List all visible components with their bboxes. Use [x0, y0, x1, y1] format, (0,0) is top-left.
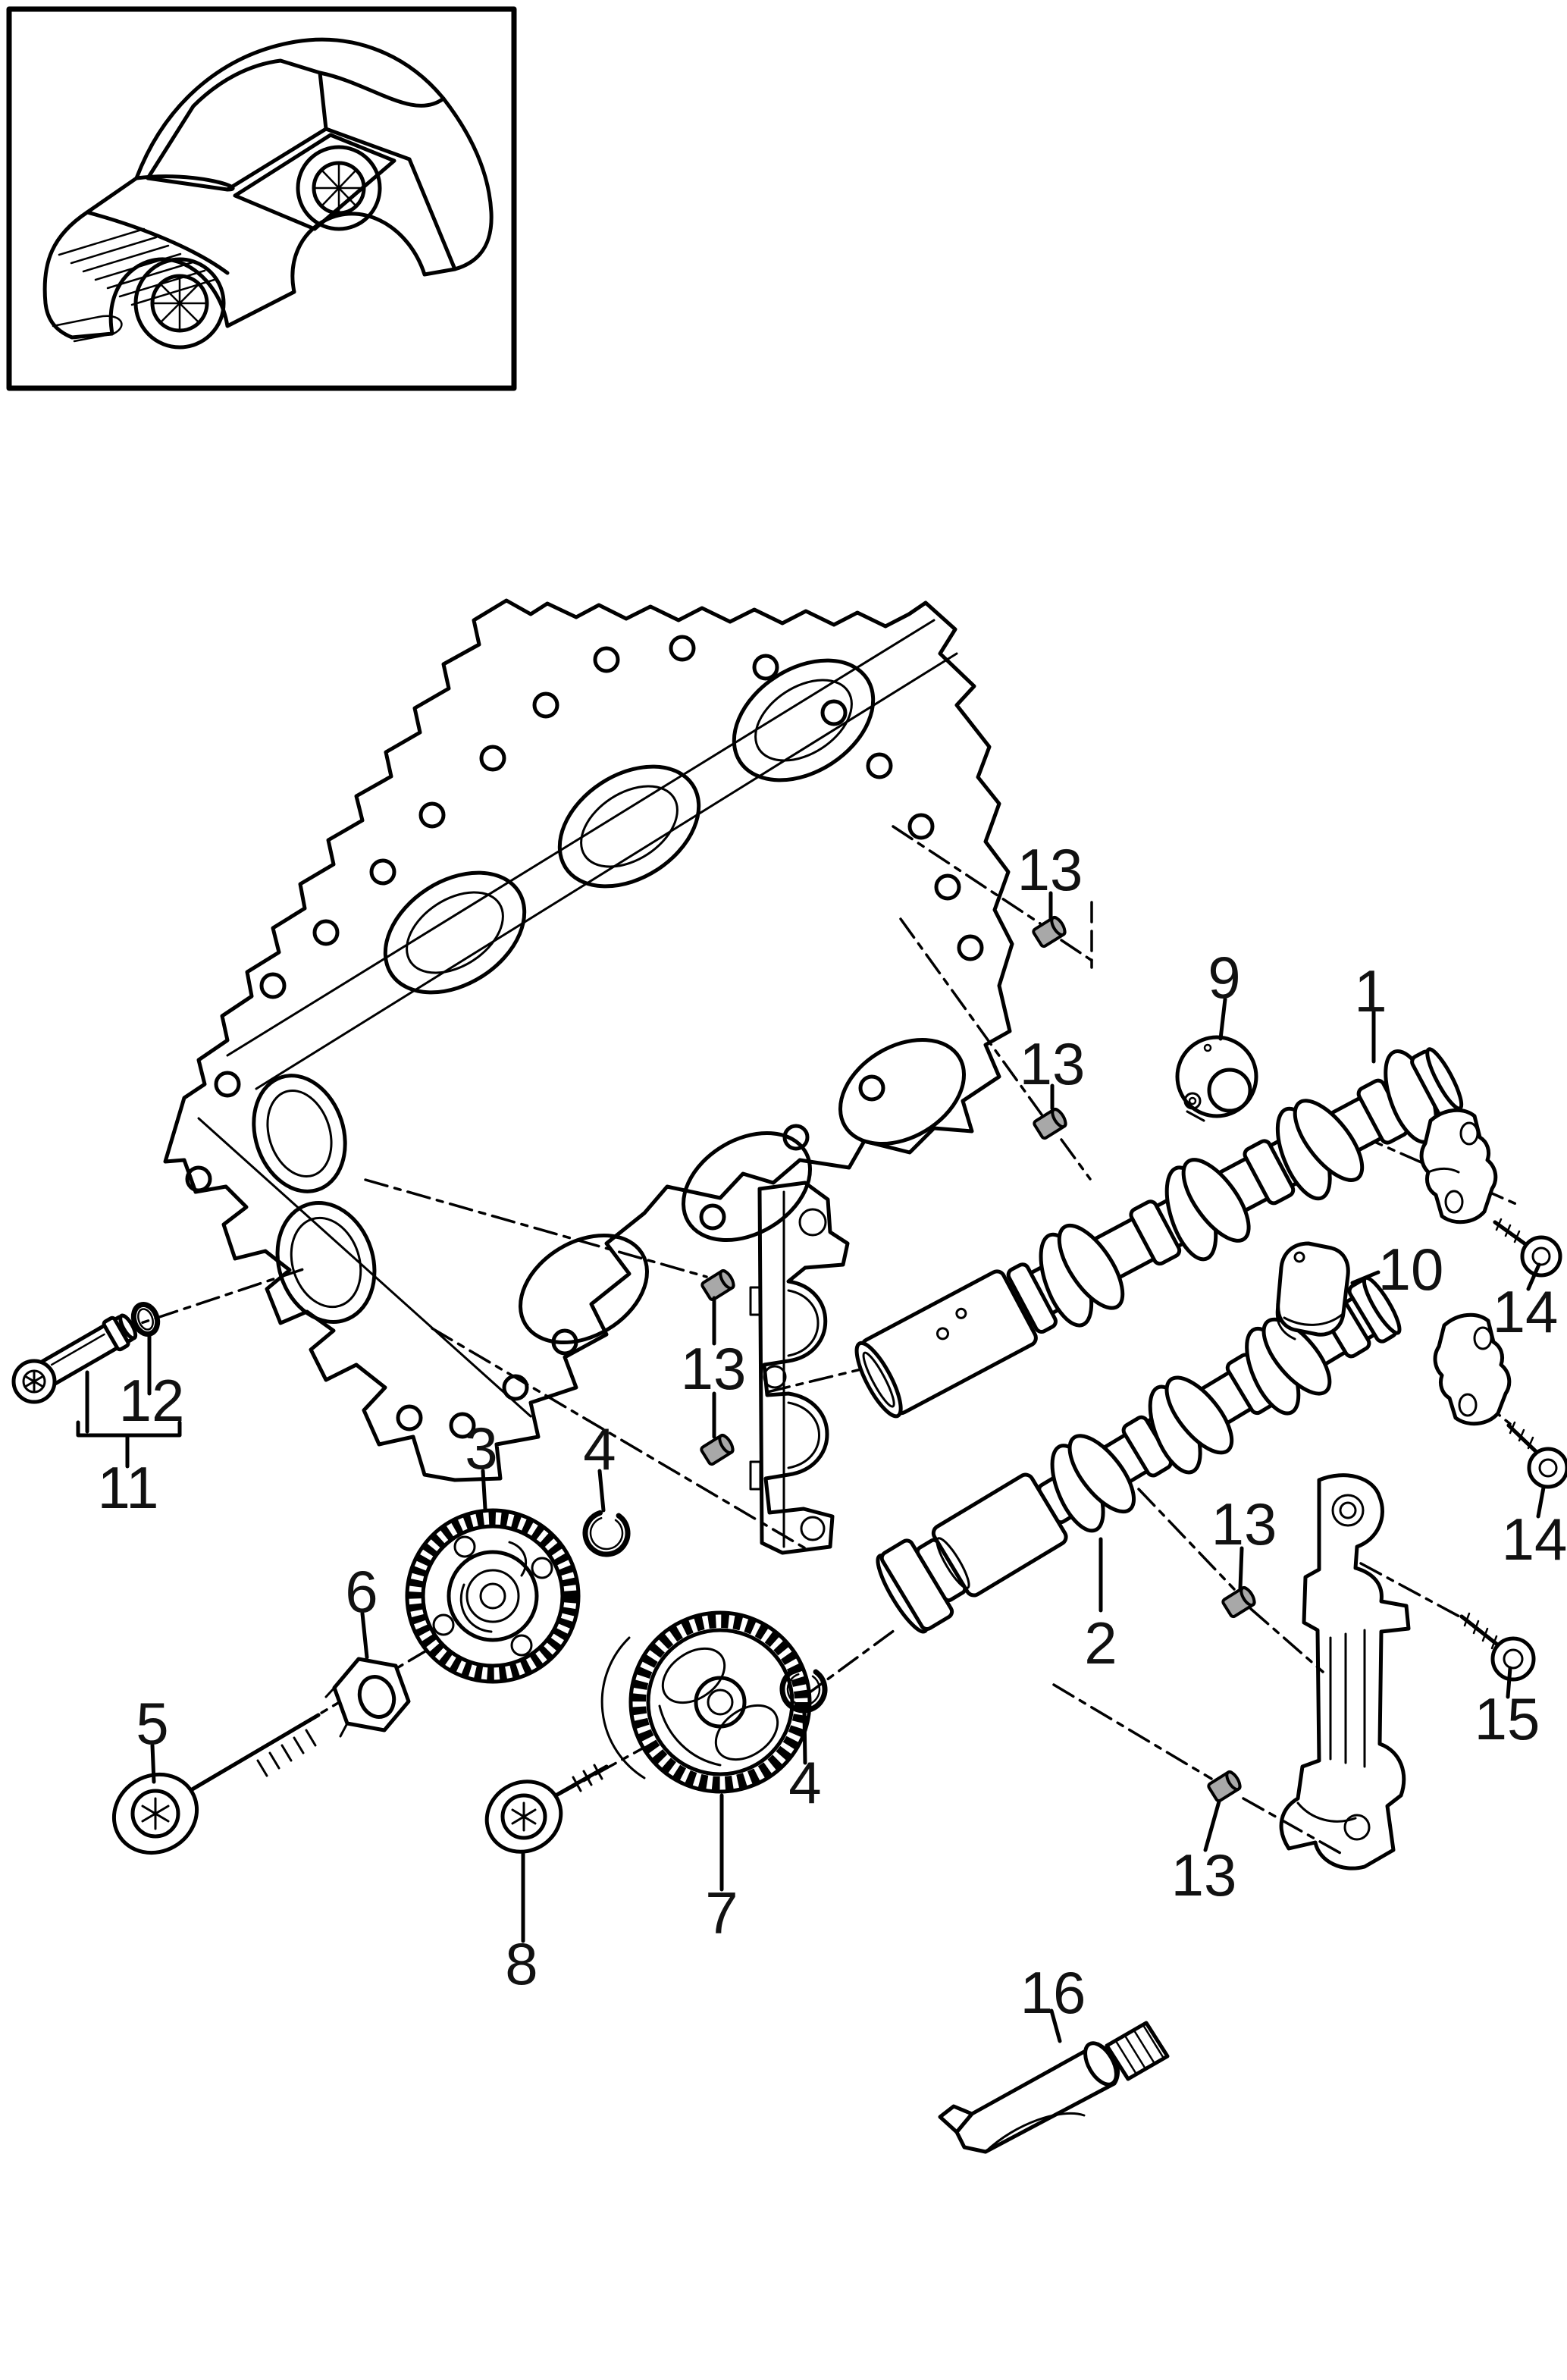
callout-3[interactable]: 3: [465, 1415, 497, 1482]
car-outline-icon: [42, 37, 494, 350]
callout-13b[interactable]: 13: [1020, 1030, 1086, 1097]
bearing-cap-upper[interactable]: [1419, 1108, 1498, 1224]
cam-bores: [252, 1074, 377, 1324]
callout-13a[interactable]: 13: [1017, 836, 1083, 903]
dowel-sleeve-2[interactable]: [1033, 1107, 1068, 1140]
callout-7[interactable]: 7: [705, 1880, 738, 1946]
guide-rail-bolt[interactable]: [1459, 1612, 1536, 1682]
sprocket-bolt[interactable]: [474, 1764, 609, 1865]
callout-13e[interactable]: 13: [1171, 1842, 1237, 1908]
camshaft-exhaust[interactable]: [869, 1260, 1413, 1640]
timing-chain-sprocket[interactable]: [600, 1610, 812, 1794]
callout-16[interactable]: 16: [1020, 1959, 1086, 2026]
bearing-cap-lower[interactable]: [1433, 1312, 1512, 1426]
callout-14b[interactable]: 14: [1502, 1506, 1567, 1573]
callout-13d[interactable]: 13: [1211, 1491, 1277, 1557]
tensioner-pad[interactable]: [1275, 1241, 1350, 1341]
car-thumbnail[interactable]: [6, 6, 517, 391]
callout-13c[interactable]: 13: [681, 1335, 747, 1402]
dowel-sleeve-1[interactable]: [1032, 915, 1067, 949]
camshaft-carrier-bracket[interactable]: [749, 1181, 850, 1555]
callout-2[interactable]: 2: [1084, 1610, 1117, 1676]
callout-15[interactable]: 15: [1475, 1685, 1540, 1752]
head-bolt-holes: [185, 635, 984, 1439]
callout-labels: 1 2 3 4 4 5 6 7 8 9 10 11 12 13 13 13 13…: [98, 836, 1567, 2026]
sealant-tube[interactable]: [938, 2021, 1170, 2154]
callout-10[interactable]: 10: [1378, 1236, 1444, 1303]
chain-guide-rail[interactable]: [1279, 1473, 1411, 1870]
o-ring[interactable]: [130, 1301, 161, 1337]
adjuster-center-bolt[interactable]: [100, 1713, 321, 1867]
leader-lines: [76, 891, 1546, 2043]
intake-ports: [383, 658, 876, 995]
dowel-sleeve-4[interactable]: [700, 1433, 735, 1466]
callout-6[interactable]: 6: [345, 1558, 378, 1625]
callout-4b[interactable]: 4: [788, 1749, 821, 1816]
camshaft-nut[interactable]: [324, 1657, 411, 1738]
camshaft-adjuster-sprocket[interactable]: [405, 1508, 581, 1684]
sealing-cap[interactable]: [1175, 1035, 1258, 1122]
callout-4a[interactable]: 4: [583, 1416, 616, 1482]
callout-5[interactable]: 5: [136, 1690, 168, 1757]
callout-8[interactable]: 8: [505, 1930, 537, 1997]
chamber-arcs: [519, 1037, 967, 1345]
dowel-sleeve-3[interactable]: [700, 1268, 736, 1302]
snap-ring-upper[interactable]: [577, 1504, 636, 1563]
camshaft-intake[interactable]: [845, 1030, 1475, 1430]
snap-ring-lower[interactable]: [774, 1660, 833, 1719]
bearing-cap-bolt-lower[interactable]: [1506, 1421, 1567, 1489]
callout-14a[interactable]: 14: [1493, 1278, 1559, 1345]
oil-spray-tube[interactable]: [11, 1311, 139, 1404]
thumbnail-frame: [6, 6, 517, 391]
callout-12[interactable]: 12: [119, 1367, 185, 1434]
dowel-sleeve-6[interactable]: [1207, 1770, 1243, 1803]
callout-11[interactable]: 11: [98, 1454, 159, 1521]
dowel-sleeve-5[interactable]: [1221, 1585, 1257, 1619]
callout-9[interactable]: 9: [1208, 944, 1240, 1011]
callout-1[interactable]: 1: [1354, 958, 1387, 1024]
bearing-cap-bolt-upper[interactable]: [1493, 1218, 1562, 1278]
